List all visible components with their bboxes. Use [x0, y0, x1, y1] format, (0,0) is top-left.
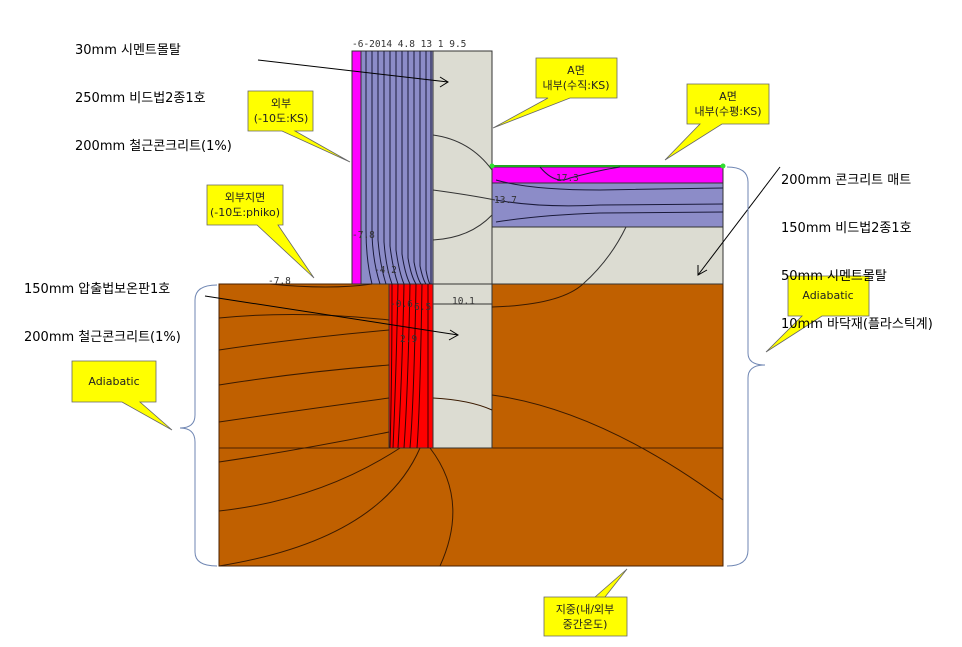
callout-exterior-ground: 외부지면 (-10도:phiko): [206, 184, 315, 279]
floor-concrete-mat: [491, 226, 724, 285]
isotherm-label: 2.9: [400, 334, 417, 345]
wall-mortar: [351, 50, 362, 285]
svg-text:Adiabatic: Adiabatic: [88, 375, 139, 388]
wall-concrete: [432, 50, 493, 285]
floor-layer-3: 50mm 시멘트몰탈: [781, 269, 887, 284]
svg-text:(-10도:phiko): (-10도:phiko): [210, 206, 280, 219]
svg-text:(-10도:KS): (-10도:KS): [254, 112, 309, 125]
isotherm-label: -0.6: [390, 299, 413, 310]
svg-text:외부지면: 외부지면: [225, 191, 265, 204]
svg-text:중간온도): 중간온도): [563, 618, 608, 631]
callout-ground: 지중(내/외부 중간온도): [543, 568, 628, 637]
svg-text:지중(내/외부: 지중(내/외부: [556, 603, 615, 616]
svg-text:외부: 외부: [271, 97, 291, 110]
isotherm-label: 13.7: [494, 195, 517, 206]
svg-text:Adiabatic: Adiabatic: [802, 289, 853, 302]
floor-layer-2: 150mm 비드법2종1호: [781, 221, 912, 236]
isotherm-label: -7.8: [268, 276, 291, 287]
floor-layer-1: 200mm 콘크리트 매트: [781, 173, 912, 188]
wall-layer-1: 30mm 시멘트몰탈: [75, 43, 181, 58]
wall-layer-2: 250mm 비드법2종1호: [75, 91, 206, 106]
wall-layers-annotation: 30mm 시멘트몰탈 250mm 비드법2종1호 200mm 철근콘크리트(1%…: [75, 11, 232, 171]
foundation-layer-2: 200mm 철근콘크리트(1%): [24, 330, 181, 345]
foundation-concrete: [432, 283, 493, 449]
floor-layer-4: 10mm 바닥재(플라스틱계): [781, 317, 933, 332]
wall-isotherms: [365, 51, 432, 285]
svg-text:A면: A면: [567, 64, 585, 77]
isotherm-label: -4.2: [374, 265, 397, 276]
callout-interior-vertical: A면 내부(수직:KS): [492, 57, 618, 129]
pointer-arrows: [204, 59, 781, 341]
callout-adiabatic-left: Adiabatic: [71, 360, 173, 431]
isotherm-label: 10.1: [452, 296, 475, 307]
foundation-layer-1: 150mm 압출법보온판1호: [24, 282, 171, 297]
soil-isotherms: [218, 283, 724, 567]
callout-exterior: 외부 (-10도:KS): [247, 90, 351, 163]
svg-text:A면: A면: [719, 90, 737, 103]
soil-lower: [218, 447, 724, 567]
isotherm-label: 17.3: [556, 173, 579, 184]
svg-text:내부(수직:KS): 내부(수직:KS): [543, 79, 610, 92]
isotherm-label: 6.5: [414, 302, 431, 313]
isotherm-label: -7.8: [352, 230, 375, 241]
foundation-layers-annotation: 150mm 압출법보온판1호 200mm 철근콘크리트(1%): [24, 250, 181, 362]
floor-isotherms: [495, 166, 724, 223]
adiabatic-braces: [179, 166, 766, 567]
callout-adiabatic-right: Adiabatic: [765, 275, 870, 353]
wall-layer-3: 200mm 철근콘크리트(1%): [75, 139, 232, 154]
foundation-isotherms: [389, 283, 429, 449]
surface-node: [489, 163, 495, 169]
isotherm-label: -6-2014 4.8 13 1 9.5: [352, 39, 466, 50]
floor-layers-annotation: 200mm 콘크리트 매트 150mm 비드법2종1호 50mm 시멘트몰탈 1…: [781, 141, 933, 349]
callout-interior-horizontal: A면 내부(수평:KS): [664, 83, 770, 161]
surface-node: [720, 163, 726, 169]
svg-text:내부(수평:KS): 내부(수평:KS): [695, 105, 762, 118]
concrete-isotherms: [432, 134, 627, 305]
